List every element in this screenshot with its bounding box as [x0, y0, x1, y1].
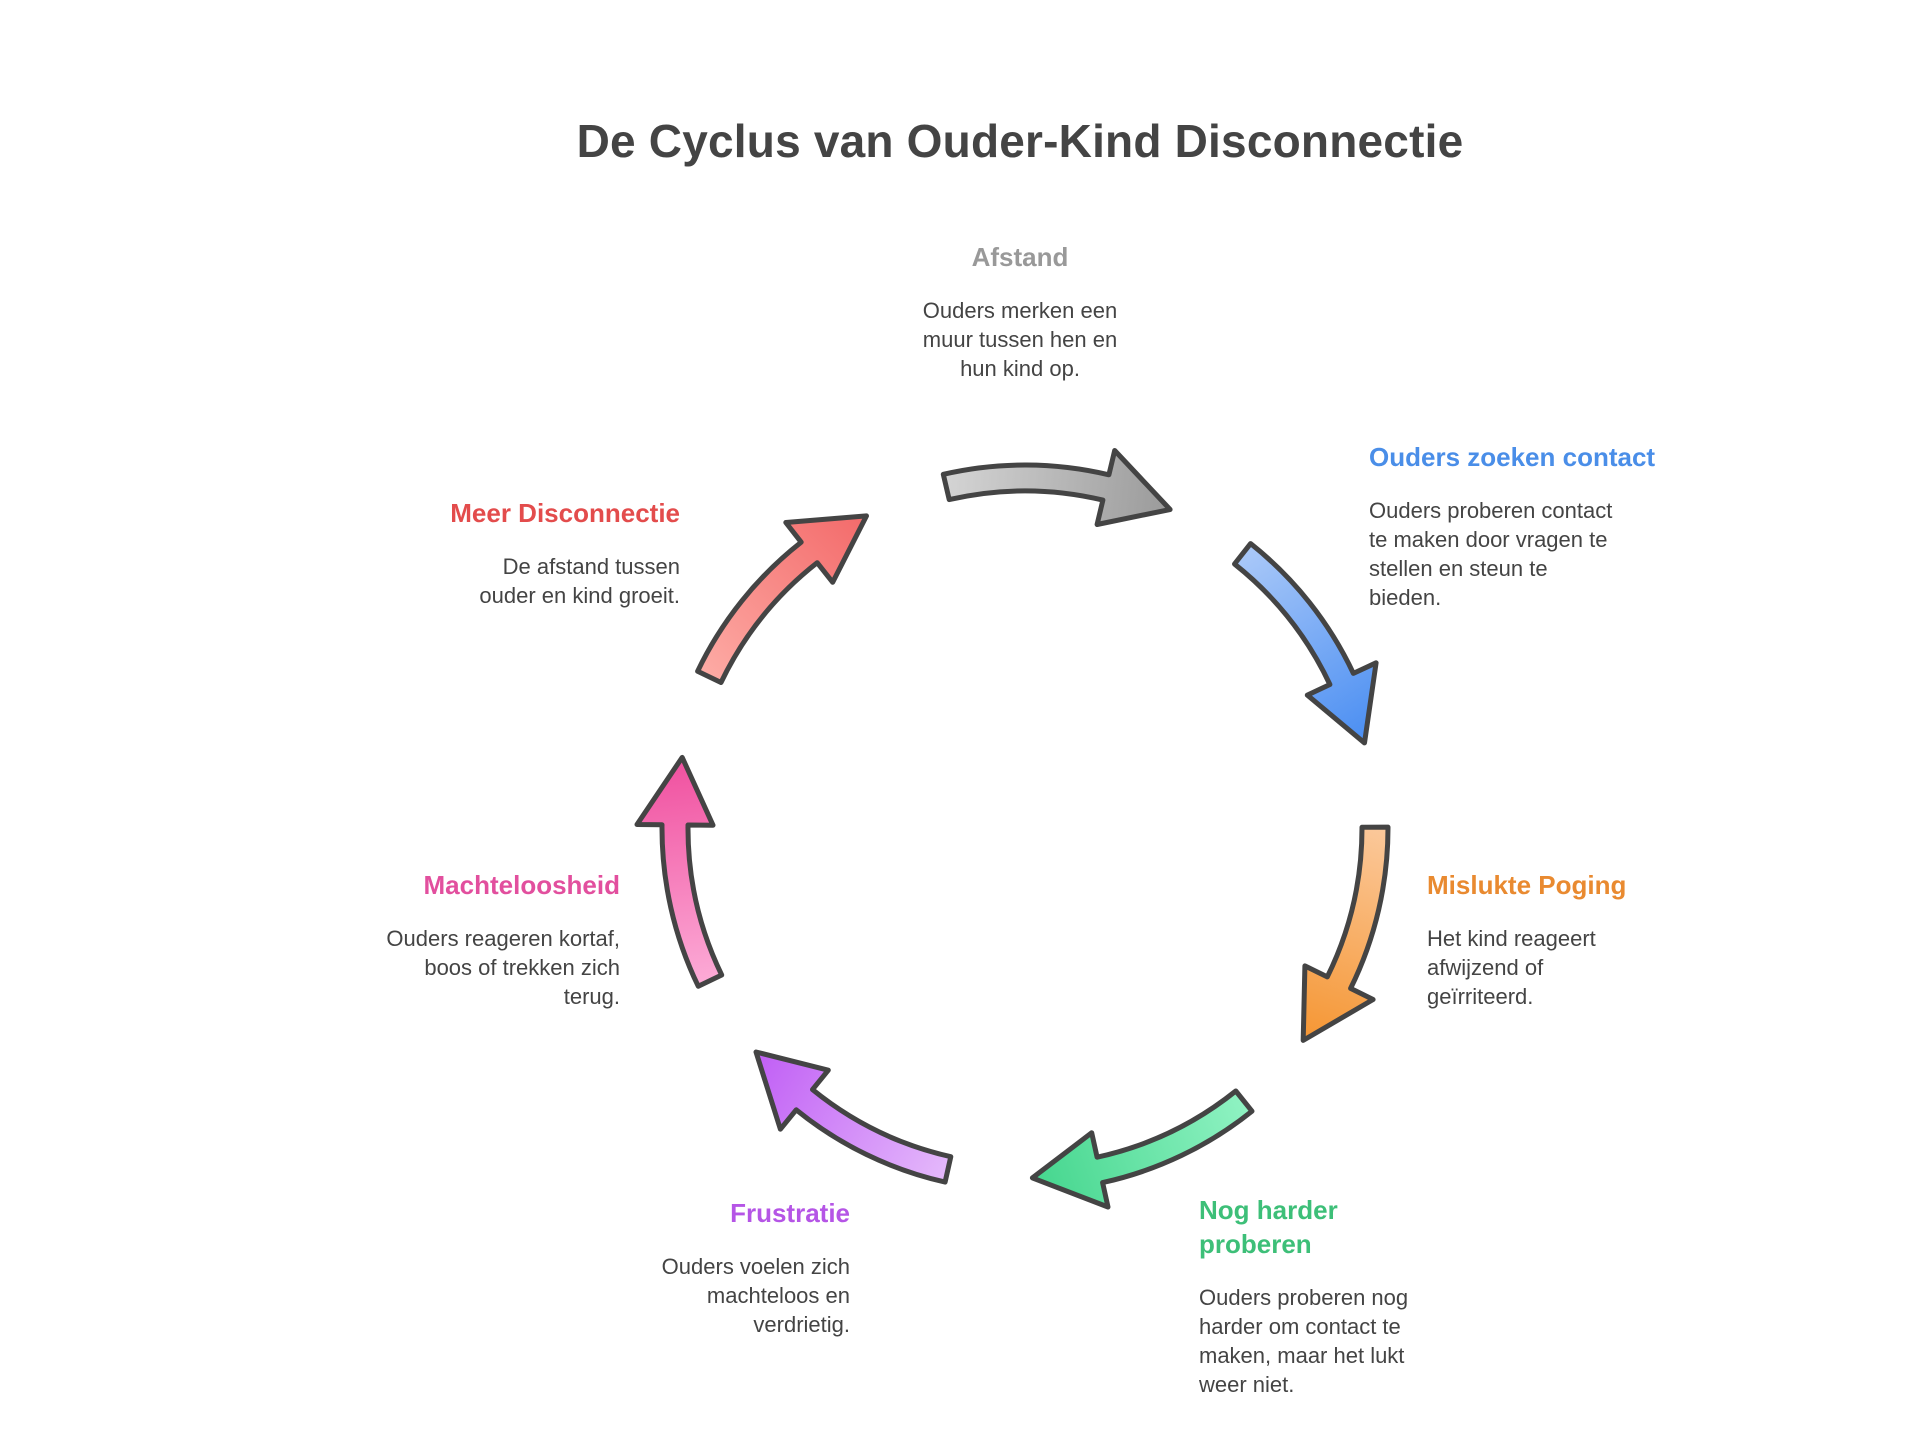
step-ouders-zoeken-contact-label: Ouders zoeken contact Ouders proberen co…	[1369, 440, 1689, 612]
arrow-afstand	[940, 448, 1173, 527]
step-meer-disconnectie-label: Meer Disconnectie De afstand tussen oude…	[380, 496, 680, 610]
step-meer-disconnectie-title: Meer Disconnectie	[450, 498, 680, 528]
step-machteloosheid-description: Ouders reageren kortaf, boos of trekken …	[386, 926, 620, 1009]
step-frustratie-description: Ouders voelen zich machteloos en verdrie…	[661, 1254, 850, 1337]
step-nog-harder-proberen-label: Nog harder proberen Ouders proberen nog …	[1199, 1193, 1439, 1399]
step-frustratie-label: Frustratie Ouders voelen zich machteloos…	[600, 1196, 850, 1339]
step-afstand-title: Afstand	[971, 242, 1069, 272]
arrow-frustratie	[753, 1049, 954, 1185]
arrow-nog-harder-proberen	[1029, 1088, 1255, 1210]
step-mislukte-poging-label: Mislukte Poging Het kind reageert afwijz…	[1427, 868, 1687, 1011]
step-afstand-description: Ouders merken een muur tussen hen en hun…	[922, 298, 1118, 381]
arrow-meer-disconnectie	[695, 513, 869, 685]
step-mislukte-poging-title: Mislukte Poging	[1427, 870, 1627, 900]
step-ouders-zoeken-contact-title: Ouders zoeken contact	[1369, 442, 1656, 472]
step-mislukte-poging-description: Het kind reageert afwijzend of geïrritee…	[1427, 926, 1596, 1009]
arrow-ouders-zoeken-contact	[1232, 541, 1379, 746]
step-machteloosheid-label: Machteloosheid Ouders reageren kortaf, b…	[360, 868, 620, 1011]
step-meer-disconnectie-description: De afstand tussen ouder en kind groeit.	[479, 554, 680, 608]
diagram-title: De Cyclus van Ouder-Kind Disconnectie	[576, 115, 1464, 167]
step-nog-harder-proberen-description: Ouders proberen nog harder om contact te…	[1199, 1285, 1409, 1397]
arrow-mislukte-poging	[1300, 824, 1391, 1043]
step-nog-harder-proberen-title: Nog harder proberen	[1199, 1195, 1338, 1259]
step-afstand-label: Afstand Ouders merken een muur tussen he…	[880, 240, 1160, 383]
arrow-machteloosheid	[634, 754, 725, 989]
step-ouders-zoeken-contact-description: Ouders proberen contact te maken door vr…	[1369, 498, 1613, 610]
step-machteloosheid-title: Machteloosheid	[423, 870, 620, 900]
step-frustratie-title: Frustratie	[730, 1198, 850, 1228]
